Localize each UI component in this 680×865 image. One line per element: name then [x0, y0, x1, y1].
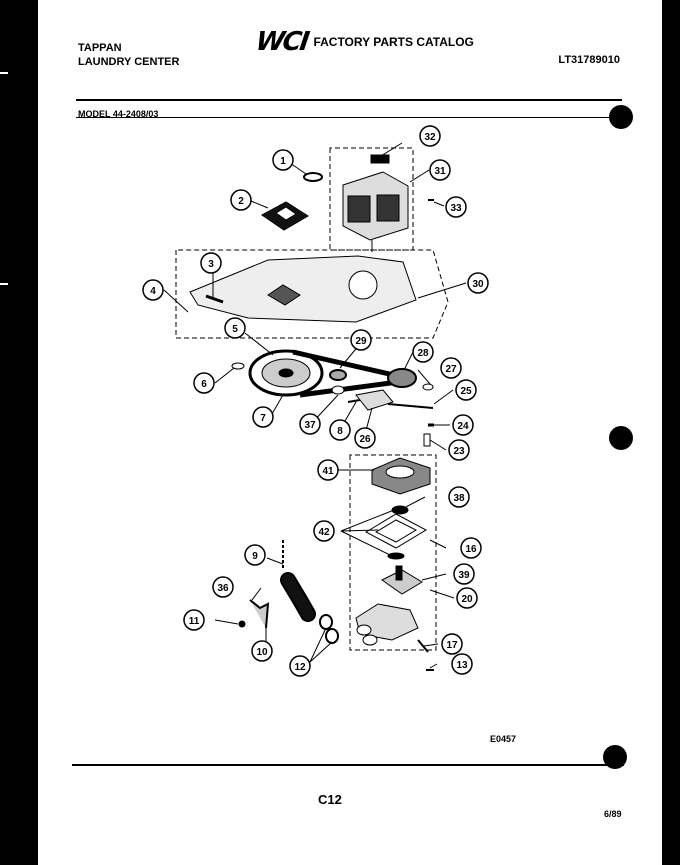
catalog-title: FACTORY PARTS CATALOG [313, 35, 474, 49]
svg-text:4: 4 [150, 286, 156, 297]
svg-text:8: 8 [337, 426, 343, 437]
callout-29: 29 [350, 329, 372, 351]
callout-4: 4 [142, 279, 164, 301]
catalog-number: LT31789010 [558, 54, 620, 66]
callout-38: 38 [448, 486, 470, 508]
pump-group-outline [349, 454, 437, 651]
callout-28: 28 [412, 341, 434, 363]
date-code: 6/89 [604, 809, 622, 819]
model-rule [76, 117, 622, 118]
callout-8: 8 [329, 419, 351, 441]
callout-31: 31 [429, 159, 451, 181]
svg-text:24: 24 [457, 421, 469, 432]
callout-10: 10 [251, 640, 273, 662]
svg-text:13: 13 [456, 660, 468, 671]
svg-text:31: 31 [434, 166, 446, 177]
binder-hole [609, 426, 633, 450]
svg-text:17: 17 [446, 640, 458, 651]
svg-text:5: 5 [232, 324, 238, 335]
callout-7: 7 [252, 406, 274, 428]
svg-text:42: 42 [318, 527, 330, 538]
callout-42: 42 [313, 520, 335, 542]
svg-text:27: 27 [445, 364, 457, 375]
callout-12: 12 [289, 655, 311, 677]
callout-24: 24 [452, 414, 474, 436]
scan-edge-mark [0, 72, 8, 74]
callout-32: 32 [419, 125, 441, 147]
svg-text:28: 28 [417, 348, 429, 359]
callout-37: 37 [299, 413, 321, 435]
svg-text:16: 16 [465, 544, 477, 555]
bottom-rule [72, 764, 624, 766]
callout-41: 41 [317, 459, 339, 481]
catalog-logo: WCI FACTORY PARTS CATALOG [254, 27, 474, 57]
svg-text:32: 32 [424, 132, 436, 143]
callout-16: 16 [460, 537, 482, 559]
callout-6: 6 [193, 372, 215, 394]
catalog-page: TAPPAN LAUNDRY CENTER WCI FACTORY PARTS … [38, 0, 662, 865]
callout-2: 2 [230, 189, 252, 211]
svg-text:10: 10 [256, 647, 268, 658]
brand-line-1: TAPPAN [78, 42, 122, 54]
svg-text:33: 33 [450, 203, 462, 214]
callout-39: 39 [453, 563, 475, 585]
callout-30: 30 [467, 272, 489, 294]
scan-edge-mark [0, 283, 8, 285]
callout-23: 23 [448, 439, 470, 461]
svg-text:7: 7 [260, 413, 266, 424]
model-label: MODEL 44-2408/03 [78, 109, 159, 119]
diagram-code: E0457 [490, 734, 517, 744]
drive-belt [292, 349, 399, 379]
callout-5: 5 [224, 317, 246, 339]
base-group-outline [175, 249, 449, 339]
svg-text:39: 39 [458, 570, 470, 581]
svg-text:26: 26 [359, 434, 371, 445]
svg-text:29: 29 [355, 336, 367, 347]
binder-hole [609, 105, 633, 129]
callout-13: 13 [451, 653, 473, 675]
svg-text:1: 1 [280, 156, 286, 167]
svg-text:25: 25 [460, 386, 472, 397]
callout-3: 3 [200, 252, 222, 274]
callout-25: 25 [455, 379, 477, 401]
callout-26: 26 [354, 427, 376, 449]
svg-text:11: 11 [189, 616, 200, 627]
brand-line-2: LAUNDRY CENTER [78, 56, 180, 68]
callout-36: 36 [212, 576, 234, 598]
page-number: C12 [318, 792, 342, 807]
callout-27: 27 [440, 357, 462, 379]
motor-body [342, 171, 409, 241]
exploded-parts-diagram: 1 2 3 4 5 6 7 8 9 10 11 12 13 16 17 20 2… [142, 125, 489, 677]
svg-text:2: 2 [238, 196, 244, 207]
svg-text:23: 23 [453, 446, 465, 457]
callout-17: 17 [441, 633, 463, 655]
top-rule [76, 99, 622, 101]
svg-text:20: 20 [461, 594, 473, 605]
svg-text:36: 36 [217, 583, 229, 594]
svg-text:12: 12 [294, 662, 306, 673]
svg-text:30: 30 [472, 279, 484, 290]
svg-text:3: 3 [208, 259, 214, 270]
svg-text:37: 37 [304, 420, 316, 431]
svg-text:38: 38 [453, 493, 465, 504]
callout-1: 1 [272, 149, 294, 171]
callout-11: 11 [183, 609, 205, 631]
callout-33: 33 [445, 196, 467, 218]
callout-20: 20 [456, 587, 478, 609]
svg-text:9: 9 [252, 551, 258, 562]
svg-text:41: 41 [322, 466, 334, 477]
svg-text:6: 6 [201, 379, 207, 390]
callout-9: 9 [244, 544, 266, 566]
